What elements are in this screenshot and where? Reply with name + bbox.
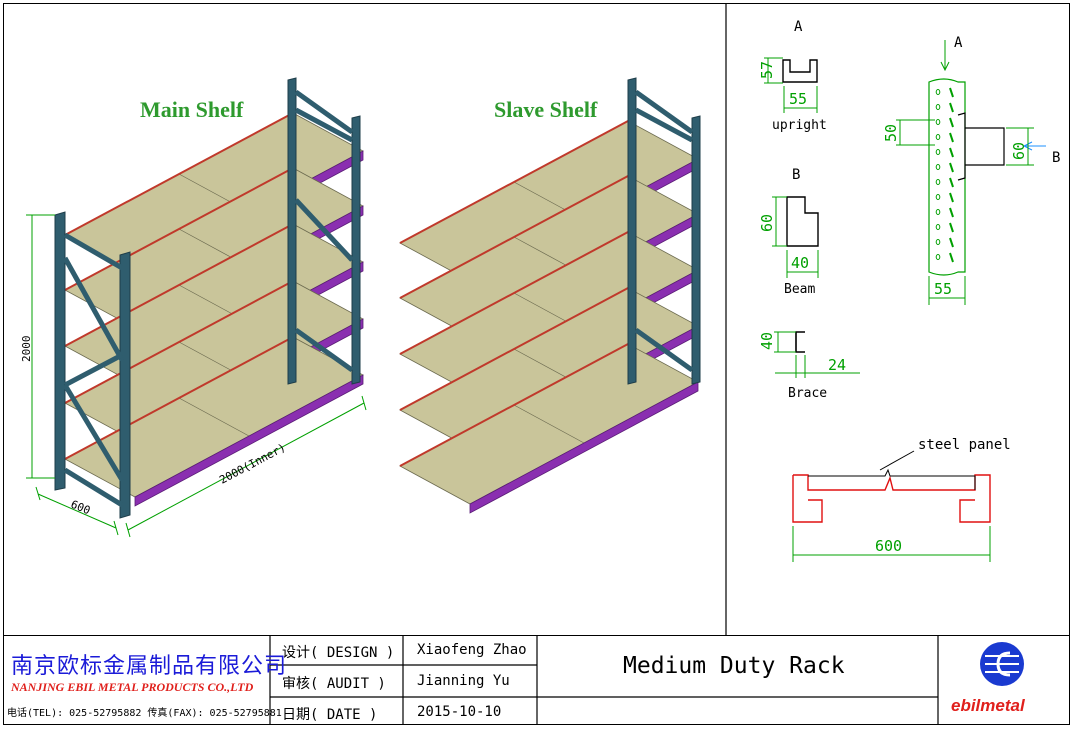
main-shelf-level-5-seam [178, 397, 250, 437]
column-hole [935, 89, 941, 95]
date-label: 日期( DATE ) [282, 707, 378, 723]
company-contact: 电话(TEL): 025-52795882 传真(FAX): 025-52795… [7, 708, 282, 719]
design-label: 设计( DESIGN ) [282, 645, 395, 661]
column-slot [949, 147, 954, 158]
slave-shelf-level-5-seam [513, 404, 585, 444]
beam-label: Beam [784, 282, 815, 297]
slave-shelf-level-5-front-beam [469, 381, 699, 514]
audit-label: 审核( AUDIT ) [282, 676, 386, 692]
brand-name: ebilmetal [951, 696, 1025, 715]
slave-shelf-level-5-back-beam [399, 343, 629, 467]
column-slot [949, 222, 954, 233]
main-shelf-level-2-back-beam [64, 167, 294, 291]
brace-width-dim: 24 [828, 356, 846, 374]
upright-label: upright [772, 118, 827, 133]
main-shelf-level-5-front-beam [134, 374, 364, 507]
column-slot [949, 102, 954, 113]
column-marker-a: A [954, 35, 963, 51]
column-slot [949, 237, 954, 248]
beam-height-dim: 60 [758, 214, 776, 232]
upright-marker: A [794, 19, 803, 35]
audit-value: Jianning Yu [417, 673, 510, 689]
main-shelf-label: Main Shelf [140, 97, 244, 122]
column-hole [935, 104, 941, 110]
title-block-grid [269, 636, 939, 725]
column-slot [949, 117, 954, 128]
column-slot [949, 87, 954, 98]
ebilmetal-logo-mark [980, 642, 1024, 686]
upright-width-dim: 55 [789, 90, 807, 108]
main-shelf-level-4-back-beam [64, 280, 294, 404]
depth-dimension-label: 600 [69, 498, 92, 517]
column-beam-dim: 60 [1010, 142, 1028, 160]
slave-shelf-level-3-back-beam [399, 231, 629, 355]
upright-height-dim: 57 [758, 61, 776, 79]
column-hole [935, 194, 941, 200]
brace-section-detail [774, 331, 860, 378]
beam-marker: B [792, 167, 800, 183]
column-slot [949, 192, 954, 203]
slave-shelf-level-2-back-beam [399, 175, 629, 299]
column-slot [949, 132, 954, 143]
slave-shelf-drawing [399, 77, 701, 514]
main-shelf-level-1-back-beam [64, 112, 294, 236]
column-marker-b: B [1052, 150, 1060, 166]
drawing-title: Medium Duty Rack [623, 653, 845, 679]
brace-height-dim: 40 [758, 332, 776, 350]
main-shelf-dimensions [26, 214, 367, 538]
column-hole [935, 119, 941, 125]
column-hole [935, 179, 941, 185]
column-hole [935, 149, 941, 155]
column-hole [935, 209, 941, 215]
column-hole-dim: 50 [882, 124, 900, 142]
brace-label: Brace [788, 386, 827, 401]
column-width-dim: 55 [934, 280, 952, 298]
column-hole [935, 134, 941, 140]
date-value: 2015-10-10 [417, 704, 502, 720]
steel-panel-section-detail [792, 450, 991, 562]
column-hole [935, 224, 941, 230]
slave-shelf-level-1-back-beam [399, 120, 629, 244]
height-dimension-label: 2000 [20, 336, 33, 363]
company-name-english: NANJING EBIL METAL PRODUCTS CO.,LTD [11, 680, 254, 694]
slave-shelf-label: Slave Shelf [494, 97, 598, 122]
main-shelf-drawing [54, 77, 364, 519]
column-hole [935, 254, 941, 260]
slave-shelf-level-4-back-beam [399, 287, 629, 411]
upright-section-detail [764, 57, 818, 113]
company-name-chinese: 南京欧标金属制品有限公司 [11, 654, 288, 679]
steel-panel-label: steel panel [918, 437, 1011, 453]
design-value: Xiaofeng Zhao [417, 642, 527, 658]
column-hole [935, 164, 941, 170]
column-slot [949, 252, 954, 263]
main-shelf-level-5-back-beam [64, 336, 294, 460]
column-slot [949, 207, 954, 218]
column-slot [949, 162, 954, 173]
beam-section-detail [772, 196, 819, 278]
column-elevation-detail [896, 40, 1046, 305]
column-slot [949, 177, 954, 188]
panel-width-dim: 600 [875, 537, 902, 555]
title-block: 南京欧标金属制品有限公司 NANJING EBIL METAL PRODUCTS… [3, 635, 1070, 725]
beam-width-dim: 40 [791, 254, 809, 272]
column-hole [935, 239, 941, 245]
